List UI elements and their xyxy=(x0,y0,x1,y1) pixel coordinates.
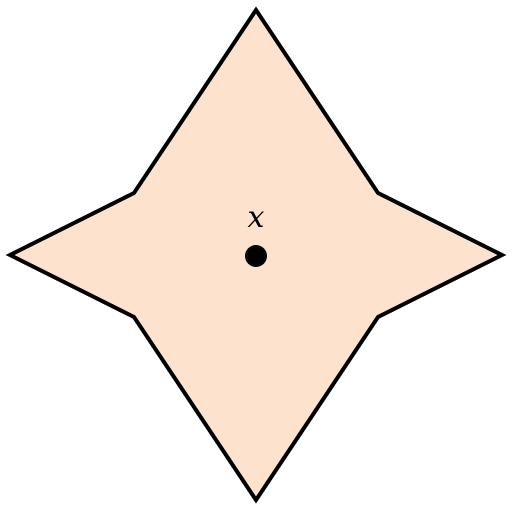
center-point-dot xyxy=(245,245,267,267)
center-point-label: x xyxy=(248,200,265,235)
